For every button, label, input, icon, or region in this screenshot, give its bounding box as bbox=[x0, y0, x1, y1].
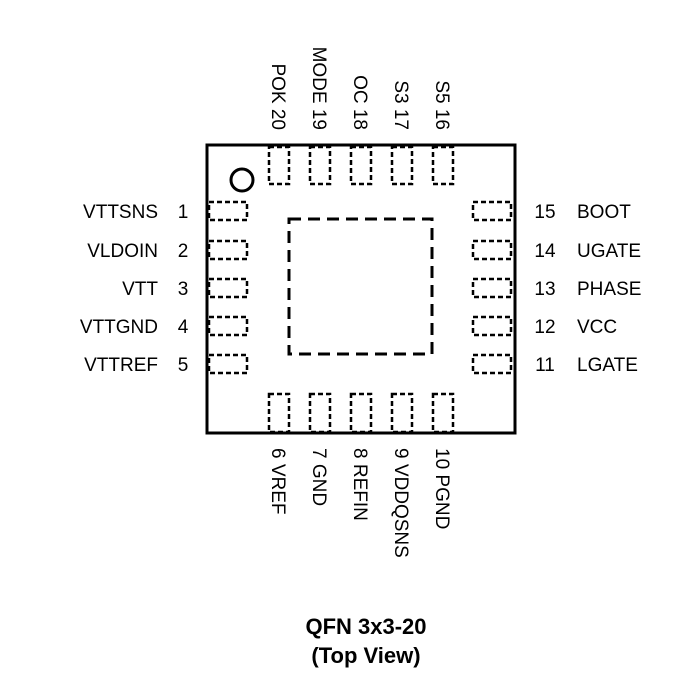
pin-pad-17 bbox=[390, 145, 414, 186]
pin-number-8: 8 bbox=[349, 448, 370, 459]
pin-number-2: 2 bbox=[178, 241, 189, 262]
pin-pads bbox=[207, 145, 513, 434]
pin-number-4: 4 bbox=[178, 317, 189, 338]
pin-pad-6 bbox=[267, 392, 291, 434]
pin1-marker-circle bbox=[229, 167, 255, 193]
pin-name-9: VDDQSNS bbox=[390, 464, 411, 558]
pin-pad-7 bbox=[308, 392, 332, 434]
pin-name-2: VLDOIN bbox=[87, 241, 158, 262]
pin-name-1: VTTSNS bbox=[83, 202, 158, 223]
caption-package-name: QFN 3x3-20 bbox=[305, 614, 426, 639]
pin-pad-1 bbox=[207, 200, 249, 222]
pin-number-6: 6 bbox=[267, 448, 288, 459]
pin-label-9: 9 VDDQSNS bbox=[390, 448, 411, 558]
pin-name-17: S3 bbox=[390, 80, 411, 103]
pin-name-16: S5 bbox=[431, 80, 452, 103]
pin-pad-19 bbox=[308, 145, 332, 186]
pin-pad-18 bbox=[349, 145, 373, 186]
pin-number-11: 11 bbox=[535, 355, 555, 376]
pin-pad-20 bbox=[267, 145, 291, 186]
pin-pad-12 bbox=[471, 315, 513, 337]
pin-number-16: 16 bbox=[431, 109, 452, 130]
pin-pad-15 bbox=[471, 200, 513, 222]
pin-name-14: UGATE bbox=[577, 241, 641, 262]
exposed-pad bbox=[287, 217, 434, 356]
pin-label-19: MODE 19 bbox=[308, 47, 329, 130]
pin-name-6: VREF bbox=[267, 464, 288, 515]
pin-number-15: 15 bbox=[534, 202, 555, 223]
pin-name-19: MODE bbox=[308, 47, 329, 104]
pin-name-7: GND bbox=[308, 464, 329, 506]
pin-pad-14 bbox=[471, 239, 513, 261]
pin-pad-16 bbox=[431, 145, 455, 186]
pin-name-13: PHASE bbox=[577, 279, 641, 300]
pin-label-16: S5 16 bbox=[431, 80, 452, 130]
pin-name-4: VTTGND bbox=[80, 317, 158, 338]
pin-number-12: 12 bbox=[534, 317, 555, 338]
pin-pad-3 bbox=[207, 277, 249, 299]
pin-pad-5 bbox=[207, 353, 249, 375]
pin-number-13: 13 bbox=[534, 279, 555, 300]
pin-pad-11 bbox=[471, 353, 513, 375]
pin-pad-13 bbox=[471, 277, 513, 299]
pin-number-3: 3 bbox=[178, 279, 189, 300]
pin-number-9: 9 bbox=[390, 448, 411, 459]
pin-number-1: 1 bbox=[178, 202, 189, 223]
pin-label-10: 10 PGND bbox=[431, 448, 452, 529]
pin-name-5: VTTREF bbox=[84, 355, 158, 376]
pin-name-12: VCC bbox=[577, 317, 617, 338]
pin-number-7: 7 bbox=[308, 448, 329, 459]
pin-number-19: 19 bbox=[308, 109, 329, 130]
pin-pad-4 bbox=[207, 315, 249, 337]
pin-number-20: 20 bbox=[267, 109, 288, 130]
pin-number-18: 18 bbox=[349, 109, 370, 130]
pin-name-20: POK bbox=[267, 63, 288, 103]
pin-pad-8 bbox=[349, 392, 373, 434]
pin-name-3: VTT bbox=[122, 279, 158, 300]
pin-number-14: 14 bbox=[534, 241, 556, 262]
pin-pad-2 bbox=[207, 239, 249, 261]
pin-name-8: REFIN bbox=[349, 464, 370, 521]
pin-number-5: 5 bbox=[178, 355, 189, 376]
pin-label-6: 6 VREF bbox=[267, 448, 288, 515]
pin-name-18: OC bbox=[349, 75, 370, 104]
pin-name-15: BOOT bbox=[577, 202, 631, 223]
pin-label-8: 8 REFIN bbox=[349, 448, 370, 521]
pin-name-11: LGATE bbox=[577, 355, 638, 376]
pin-label-7: 7 GND bbox=[308, 448, 329, 506]
pin-number-17: 17 bbox=[390, 109, 411, 130]
pin-pad-10 bbox=[431, 392, 455, 434]
pin-pad-9 bbox=[390, 392, 414, 434]
pin-name-10: PGND bbox=[431, 474, 452, 529]
pin-label-20: POK 20 bbox=[267, 63, 288, 130]
caption-view: (Top View) bbox=[311, 643, 420, 668]
pin-number-10: 10 bbox=[431, 448, 452, 469]
pin-label-18: OC 18 bbox=[349, 75, 370, 130]
pin-label-17: S3 17 bbox=[390, 80, 411, 130]
package-body bbox=[205, 143, 517, 435]
